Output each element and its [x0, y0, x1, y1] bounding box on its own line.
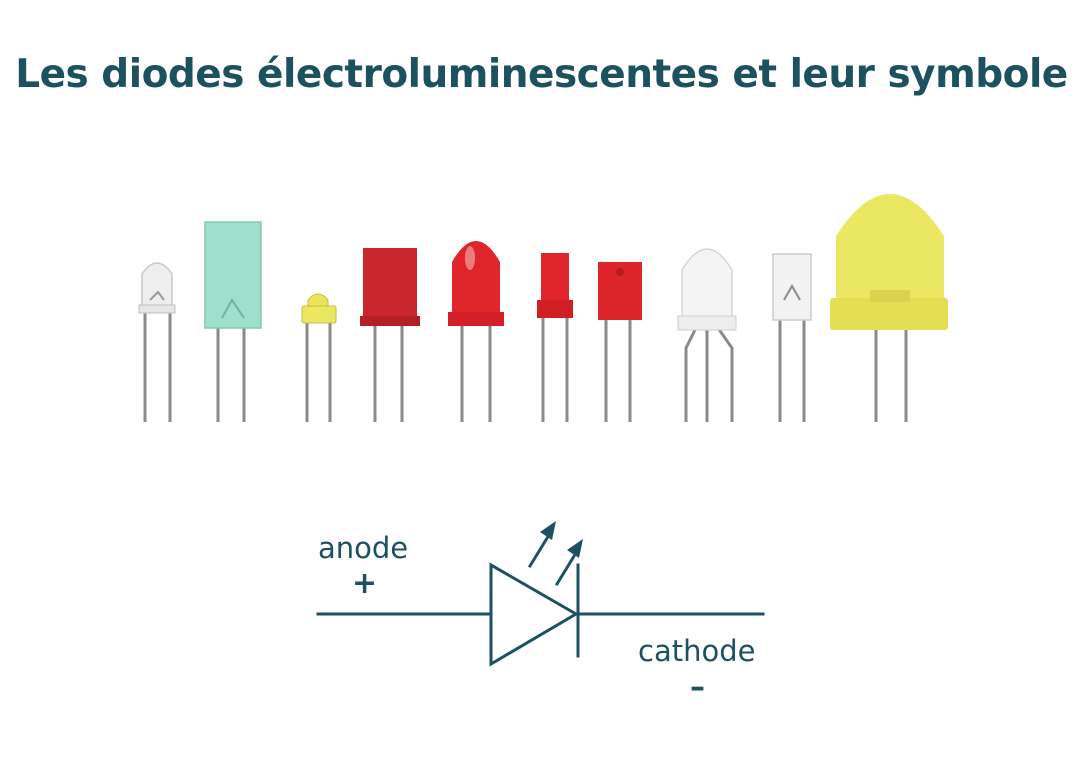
led-red-rect: [598, 262, 642, 320]
led-yellow-10mm: [830, 194, 948, 330]
arrowhead-1: [540, 521, 556, 540]
led-red-5mm: [448, 241, 504, 326]
anode-label: anode: [318, 531, 409, 565]
diode-triangle: [489, 562, 579, 667]
led-yellow-small: [301, 293, 337, 324]
anode-plus-sign: +: [352, 566, 378, 601]
led-photo-row: [138, 194, 948, 422]
cathode-label: cathode: [638, 634, 756, 668]
arrowhead-2: [567, 539, 583, 558]
led-green-rect: [204, 221, 262, 329]
led-clear-3mm: [138, 262, 176, 314]
cathode-minus-sign: –: [690, 670, 705, 705]
page-title: Les diodes électroluminescentes et leur …: [15, 52, 1068, 97]
led-clear-rect: [772, 253, 812, 321]
led-red-square: [360, 248, 420, 326]
led-white-diffused: [677, 248, 737, 331]
led-red-tower: [537, 253, 573, 318]
